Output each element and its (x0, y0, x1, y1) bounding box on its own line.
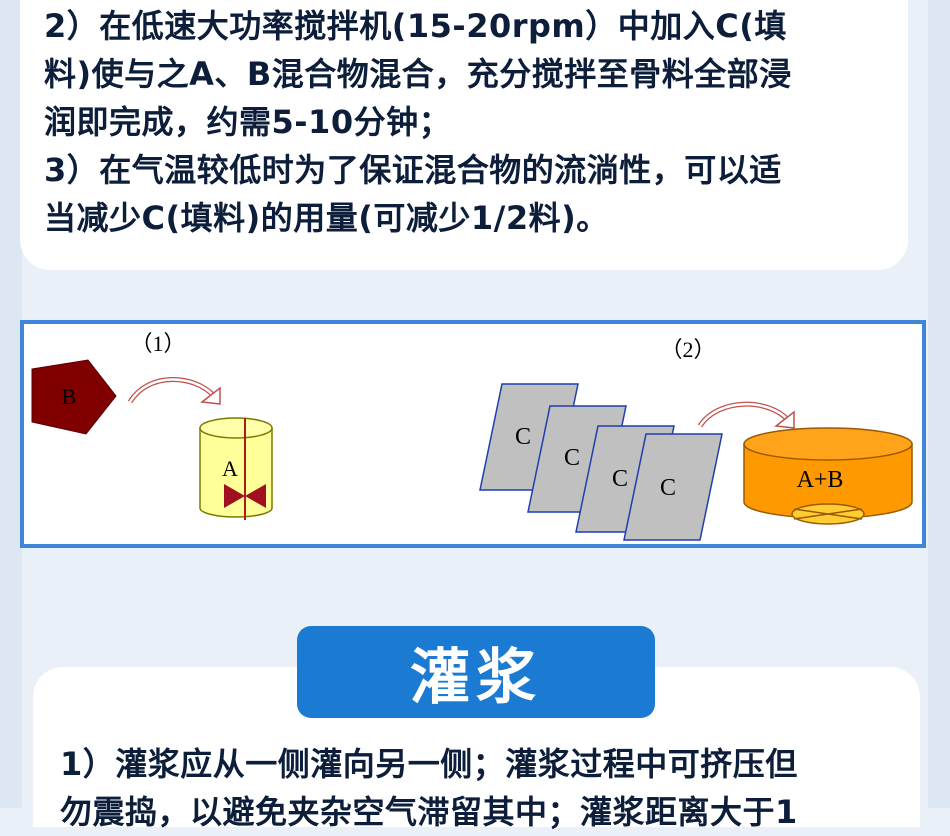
pour-arrow-2-head (774, 410, 795, 429)
grouting-step-1-paragraph: 1）灌浆应从一侧灌向另一侧；灌浆过程中可挤压但 勿震捣，以避免夹杂空气滞留其中；… (60, 740, 798, 836)
mixing-diagram: （1） （2） B A C C C C A+B (20, 320, 926, 548)
step-3-line: 3）在气温较低时为了保证混合物的流淌性，可以适 (44, 151, 782, 189)
pour-arrow-1-head (200, 386, 221, 405)
step-2-line: 润即完成，约需5-10分钟； (44, 103, 452, 141)
pour-arrow-2-inner (698, 402, 789, 427)
pour-arrow-1-inner (128, 378, 215, 403)
mixer-paddle-blade (793, 508, 863, 520)
filler-c-label: C (660, 475, 676, 501)
filler-c-sheet (623, 433, 723, 541)
mixing-diagram-svg: （1） （2） B A C C C C A+B (31, 331, 913, 541)
grouting-step-1-line: 勿震捣，以避免夹杂空气滞留其中；灌浆距离大于1 (60, 793, 798, 831)
component-b-label: B (62, 384, 77, 409)
component-b-pentagon (31, 359, 117, 435)
step-2-line: 2）在低速大功率搅拌机(15-20rpm）中加入C(填 (44, 7, 787, 45)
step-2-label: （2） (660, 337, 715, 362)
filler-c-label: C (612, 466, 628, 492)
filler-c-label: C (564, 445, 580, 471)
step-3-paragraph: 3）在气温较低时为了保证混合物的流淌性，可以适 当减少C(填料)的用量(可减少1… (44, 146, 782, 242)
filler-c-label: C (515, 424, 531, 450)
grouting-step-1-line: 1）灌浆应从一侧灌向另一侧；灌浆过程中可挤压但 (60, 745, 798, 783)
pour-arrow-1 (127, 377, 216, 404)
mixer-tub-label: A+B (797, 467, 844, 493)
bucket-valve-icon (224, 484, 245, 508)
section-title-grouting: 灌浆 (297, 626, 655, 718)
intro-card (20, 0, 908, 270)
mixer-tub-rim (743, 427, 913, 461)
step-2-paragraph: 2）在低速大功率搅拌机(15-20rpm）中加入C(填 料)使与之A、B混合物混… (44, 2, 792, 146)
pour-arrow-2 (697, 401, 790, 428)
component-a-label: A (222, 456, 238, 481)
right-margin-strip (928, 0, 950, 808)
component-a-bucket-rim (199, 417, 273, 439)
step-3-line: 当减少C(填料)的用量(可减少1/2料)。 (44, 199, 609, 237)
step-1-label: （1） (130, 331, 185, 356)
bucket-valve-icon-right (245, 484, 266, 508)
step-2-line: 料)使与之A、B混合物混合，充分搅拌至骨料全部浸 (44, 55, 792, 93)
left-margin-strip (0, 0, 22, 808)
